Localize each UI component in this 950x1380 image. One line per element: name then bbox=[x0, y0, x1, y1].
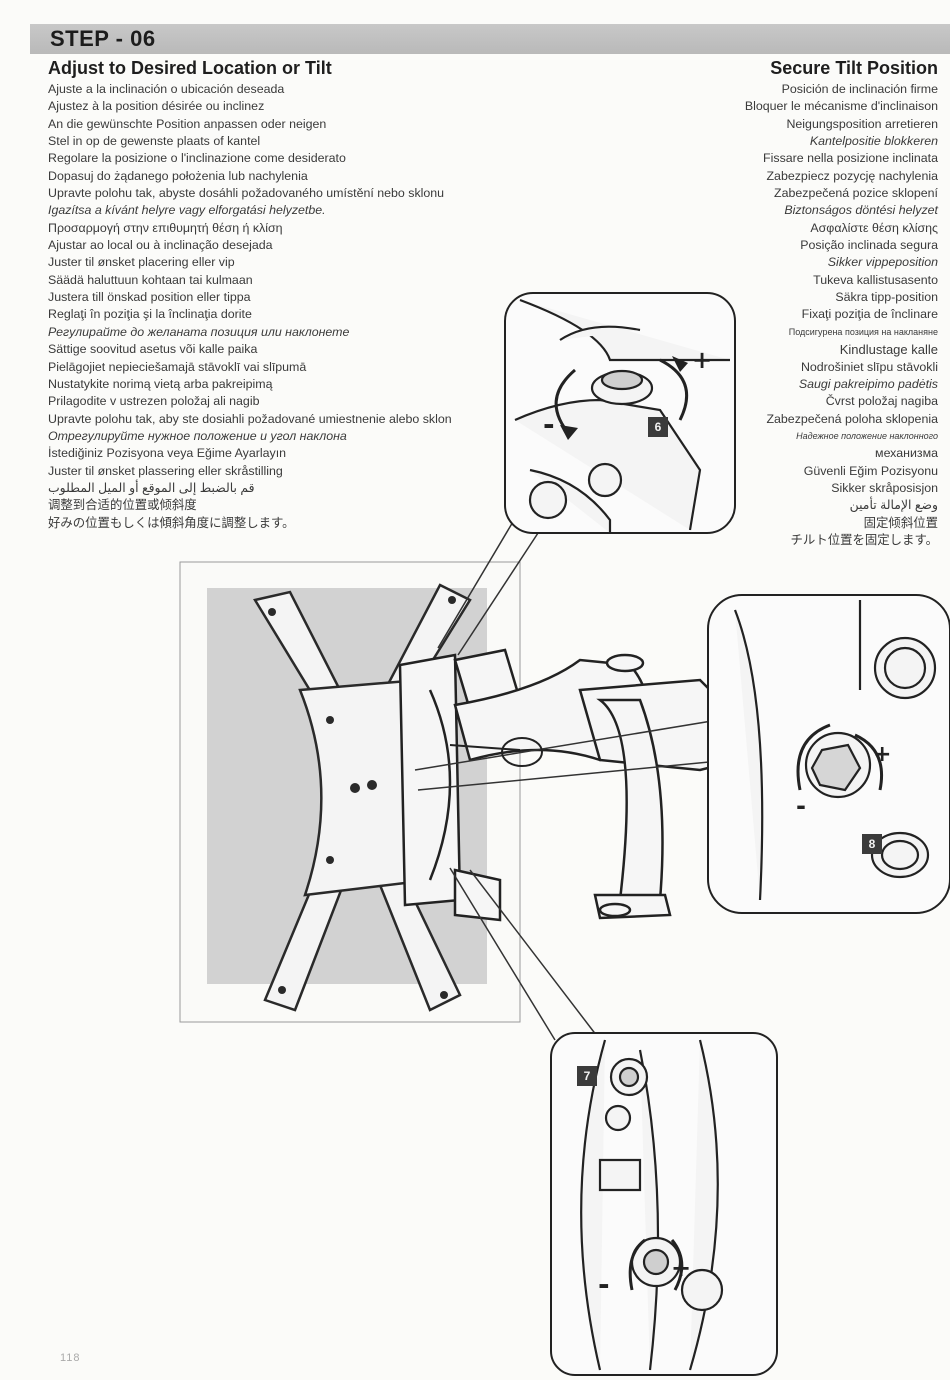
translation-line: 固定倾斜位置 bbox=[863, 515, 938, 530]
translation-line: Ajustar ao local ou à inclinação desejad… bbox=[48, 238, 273, 253]
translation-line: Justera till önskad position eller tippa bbox=[48, 290, 251, 305]
translation-line: Upravte polohu tak, abyste dosáhli požad… bbox=[48, 186, 445, 201]
articulating-arm bbox=[453, 653, 742, 920]
minus-sign: - bbox=[543, 408, 555, 441]
translation-line: Sättige soovitud asetus või kalle paika bbox=[48, 342, 258, 357]
translation-line: Ασφαλίστε θέση κλίσης bbox=[810, 220, 938, 235]
translation-line: Posición de inclinación firme bbox=[781, 82, 938, 96]
translation-line: Sikker skråposisjon bbox=[831, 480, 938, 495]
translation-line: Sikker vippeposition bbox=[827, 255, 938, 270]
translation-line: Neigungsposition arretieren bbox=[786, 116, 938, 131]
minus-sign: - bbox=[796, 792, 806, 820]
translation-line: Kantelpositie blokkeren bbox=[809, 134, 938, 149]
translation-line: Posição inclinada segura bbox=[800, 238, 938, 253]
translation-line: Juster til ønsket placering eller vip bbox=[48, 255, 235, 270]
rotate-minus-arc bbox=[796, 723, 831, 791]
translation-line: Bloquer le mécanisme d'inclinaison bbox=[744, 99, 938, 114]
translation-line: Fissare nella posizione inclinata bbox=[763, 151, 938, 166]
arrow-head bbox=[560, 425, 578, 440]
plate-holes bbox=[268, 596, 456, 999]
translation-line: Zabezpečená poloha sklopenia bbox=[766, 411, 938, 426]
translation-line: İstediğiniz Pozisyona veya Eğime Ayarlay… bbox=[48, 446, 287, 461]
adjust-heading: Adjust to Desired Location or Tilt bbox=[48, 58, 332, 78]
translation-line: Upravte polohu tak, aby ste dosiahli pož… bbox=[48, 411, 452, 426]
translation-line: 好みの位置もしくは傾斜角度に調整します。 bbox=[48, 515, 295, 530]
callout-pointers bbox=[414, 509, 731, 1041]
translation-line: An die gewünschte Position anpassen oder… bbox=[48, 116, 327, 131]
translation-line: وضع الإمالة تأمين bbox=[849, 498, 938, 513]
rotate-plus-arc bbox=[854, 733, 884, 791]
translation-line: Προσαρμογή στην επιθυμητή θέση ή κλίση bbox=[48, 220, 283, 235]
translation-line: Zabezpečená pozice sklopení bbox=[774, 186, 938, 201]
translation-line: チルト位置を固定します。 bbox=[790, 532, 938, 547]
translation-line: Igazítsa a kívánt helyre vagy elforgatás… bbox=[48, 203, 326, 218]
translation-line: Tukeva kallistusasento bbox=[813, 272, 938, 287]
callout-badge-6: 6 bbox=[648, 417, 668, 437]
translation-line: Nodrošiniet slīpu stāvokli bbox=[800, 359, 938, 374]
plus-sign: + bbox=[692, 346, 713, 374]
step-header-bar bbox=[30, 24, 950, 54]
translation-line: Отрегулируйте нужное положение и угол на… bbox=[48, 428, 347, 443]
translation-line: механизма bbox=[875, 446, 938, 461]
translation-line: Ajuste a la inclinación o ubicación dese… bbox=[48, 82, 285, 96]
translation-line: قم بالضبط إلى الموقع أو الميل المطلوب bbox=[48, 480, 255, 495]
detail-8-drawing bbox=[733, 600, 937, 901]
page-number: 118 bbox=[60, 1352, 81, 1364]
secure-translations: Posición de inclinación firme Bloquer le… bbox=[600, 81, 938, 549]
plus-sign: + bbox=[671, 1254, 692, 1282]
wall-plate-bracket bbox=[253, 583, 472, 1012]
translation-line: Fixaţi poziţia de înclinare bbox=[801, 307, 938, 322]
translation-line: Güvenli Eğim Pozisyonu bbox=[803, 463, 938, 478]
translation-line: Säkra tipp-position bbox=[835, 290, 938, 305]
translation-line: Regolare la posizione o l'inclinazione c… bbox=[48, 151, 346, 166]
translation-line: Подсигурена позиция на накланяне bbox=[788, 326, 938, 337]
rotate-minus-arc bbox=[628, 1238, 646, 1291]
step-title: STEP - 06 bbox=[50, 26, 156, 51]
callout-badge-8: 8 bbox=[862, 834, 882, 854]
translation-line: Reglaţi în poziţia şi la înclinaţia dori… bbox=[48, 307, 252, 322]
translation-line: Biztonságos döntési helyzet bbox=[784, 203, 938, 218]
translation-line: 调整到合适的位置或倾斜度 bbox=[48, 498, 197, 513]
translation-line: Pielāgojiet nepieciešamajā stāvoklī vai … bbox=[48, 359, 307, 374]
translation-line: Zabezpiecz pozycję nachylenia bbox=[766, 168, 938, 183]
translation-line: Čvrst položaj nagiba bbox=[825, 394, 938, 409]
translation-line: Ajustez à la position désirée ou incline… bbox=[48, 99, 265, 114]
translation-line: Nustatykite norimą vietą arba pakreipimą bbox=[48, 376, 273, 391]
detail-7-drawing bbox=[580, 1039, 724, 1371]
secure-heading: Secure Tilt Position bbox=[770, 58, 938, 78]
pivot-callout-ring bbox=[501, 737, 543, 767]
arrow-head bbox=[672, 356, 688, 372]
adjust-translations: Ajuste a la inclinación o ubicación dese… bbox=[48, 81, 508, 532]
rotate-plus-arc bbox=[670, 1239, 684, 1291]
rotate-plus-arc bbox=[659, 358, 689, 421]
translation-line: Prilagodite v ustrezen položaj ali nagib bbox=[48, 394, 260, 409]
callout-badge-7: 7 bbox=[577, 1066, 597, 1086]
arm-edge bbox=[449, 744, 521, 751]
translation-line: Kindlustage kalle bbox=[839, 342, 938, 358]
translation-line: Надежное положение наклонного bbox=[796, 430, 938, 441]
translation-line: Juster til ønsket plassering eller skrås… bbox=[48, 463, 283, 478]
translation-line: Saugi pakreipimo padėtis bbox=[798, 376, 938, 391]
plus-sign: + bbox=[873, 742, 892, 767]
translation-line: Регулирайте до желаната позиция или накл… bbox=[48, 324, 350, 339]
translation-line: Dopasuj do żądanego położenia lub nachyl… bbox=[48, 168, 308, 183]
translation-line: Säädä haluttuun kohtaan tai kulmaan bbox=[48, 272, 253, 287]
secure-instructions: Secure Tilt Position Posición de inclina… bbox=[600, 58, 938, 549]
adjust-instructions: Adjust to Desired Location or Tilt Ajust… bbox=[48, 58, 508, 532]
minus-sign: - bbox=[598, 1268, 610, 1301]
translation-line: Stel in op de gewenste plaats of kantel bbox=[48, 134, 261, 149]
